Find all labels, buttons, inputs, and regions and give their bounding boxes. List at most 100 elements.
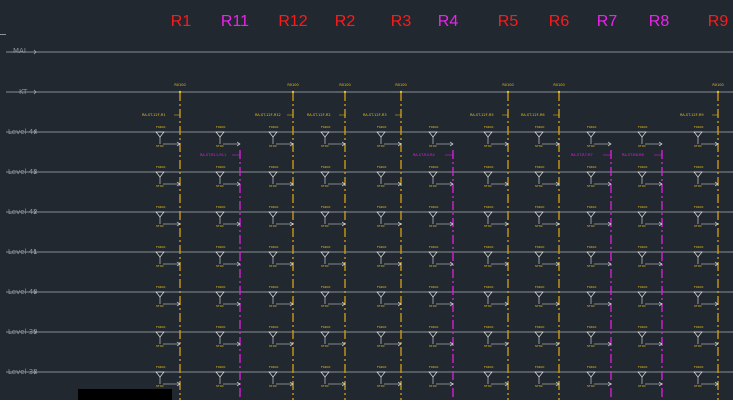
floor-drain-icon (483, 131, 493, 138)
riser-tag: RA-ST-12F-R9 (680, 113, 704, 117)
fixture-tag: ST00 (269, 344, 277, 348)
fixture-tag: F0400 (587, 325, 596, 329)
floor-drain-icon (376, 371, 386, 378)
level-marker-icon (33, 289, 37, 295)
fixture-tag: F0400 (638, 165, 647, 169)
flow-arrow-icon (176, 181, 181, 187)
fixture-tag: F0400 (429, 205, 438, 209)
fixture-tag: F0400 (429, 285, 438, 289)
fixture-tag: F0400 (156, 365, 165, 369)
fixture-tag: F0400 (269, 365, 278, 369)
fixture-tag: F0400 (377, 205, 386, 209)
floor-drain-icon (320, 211, 330, 218)
floor-drain-icon (586, 291, 596, 298)
fixture-tag: ST00 (377, 384, 385, 388)
fixture-tag: F0400 (321, 285, 330, 289)
flow-arrow-icon (289, 381, 294, 387)
floor-drain-icon (586, 331, 596, 338)
flow-arrow-icon (658, 141, 663, 147)
flow-arrow-icon (236, 141, 241, 147)
floor-drain-icon (483, 291, 493, 298)
fixture-tag: F0400 (377, 125, 386, 129)
flow-arrow-icon (176, 141, 181, 147)
floor-drain-icon (428, 251, 438, 258)
fixture-tag: ST00 (535, 264, 543, 268)
flow-arrow-icon (449, 221, 454, 227)
riser-tag: RA-ST-12F-R1 (142, 113, 166, 117)
riser-tag: RA-ST-12F-R5 (470, 113, 494, 117)
fixture-tag: F0400 (484, 285, 493, 289)
fixture-tag: ST00 (269, 184, 277, 188)
floor-drain-icon (268, 171, 278, 178)
flow-arrow-icon (504, 381, 509, 387)
floor-drain-icon (637, 371, 647, 378)
level-label: MAI (13, 47, 26, 55)
fixture-tag: F0400 (694, 325, 703, 329)
fixture-tag: F0400 (156, 245, 165, 249)
fixture-tag: F0400 (694, 365, 703, 369)
flow-arrow-icon (607, 261, 612, 267)
floor-drain-icon (320, 371, 330, 378)
flow-arrow-icon (449, 381, 454, 387)
floor-drain-icon (215, 371, 225, 378)
fixture-tag: F0400 (535, 325, 544, 329)
floor-drain-icon (428, 371, 438, 378)
flow-arrow-icon (449, 301, 454, 307)
fixture-tag: ST00 (484, 264, 492, 268)
fixture-tag: F0400 (321, 365, 330, 369)
floor-drain-icon (637, 331, 647, 338)
fixture-tag: ST00 (638, 264, 646, 268)
flow-arrow-icon (289, 261, 294, 267)
flow-arrow-icon (289, 341, 294, 347)
flow-arrow-icon (449, 261, 454, 267)
fixture-tag: ST00 (694, 184, 702, 188)
fixture-tag: F0400 (587, 205, 596, 209)
riser-tag: RA-ST-R11-R11 (200, 153, 226, 157)
riser-title-r1: R1 (170, 13, 192, 30)
fixture-tag: ST00 (587, 184, 595, 188)
flow-arrow-icon (555, 221, 560, 227)
fixture-tag: F0400 (638, 205, 647, 209)
fixture-tag: F0400 (321, 205, 330, 209)
floor-drain-icon (693, 171, 703, 178)
floor-drain-icon (693, 291, 703, 298)
fixture-tag: ST00 (535, 304, 543, 308)
fixture-tag: F0400 (587, 365, 596, 369)
kt-node-icon (557, 90, 561, 94)
fixture-tag: F0400 (638, 325, 647, 329)
riser-tag: RA-ST-12F-R2 (307, 113, 331, 117)
fixture-tag: ST00 (429, 224, 437, 228)
floor-drain-icon (376, 131, 386, 138)
fixture-tag: ST00 (535, 384, 543, 388)
fixture-tag: ST00 (484, 384, 492, 388)
fixture-tag: ST00 (587, 304, 595, 308)
flow-arrow-icon (504, 261, 509, 267)
riser-title-r4: R4 (437, 13, 459, 30)
floor-drain-icon (428, 291, 438, 298)
flow-arrow-icon (289, 301, 294, 307)
flow-arrow-icon (397, 221, 402, 227)
flow-arrow-icon (341, 341, 346, 347)
flow-arrow-icon (176, 381, 181, 387)
floor-drain-icon (637, 131, 647, 138)
fixture-tag: F0400 (156, 125, 165, 129)
level-marker-icon (33, 89, 37, 95)
fixture-tag: ST00 (484, 224, 492, 228)
flow-arrow-icon (341, 261, 346, 267)
fixture-tag: F0400 (484, 165, 493, 169)
fixture-tag: F0400 (429, 165, 438, 169)
kt-node-icon (506, 90, 510, 94)
flow-arrow-icon (607, 381, 612, 387)
fixture-tag: ST00 (269, 144, 277, 148)
floor-drain-icon (215, 211, 225, 218)
fixture-tag: ST00 (216, 144, 224, 148)
fixture-tag: F0400 (638, 285, 647, 289)
fixture-tag: F0400 (156, 285, 165, 289)
fixture-tag: ST00 (321, 344, 329, 348)
floor-drain-icon (320, 171, 330, 178)
floor-drain-icon (428, 131, 438, 138)
fixture-tag: F0400 (321, 125, 330, 129)
fixture-tag: F0400 (535, 165, 544, 169)
